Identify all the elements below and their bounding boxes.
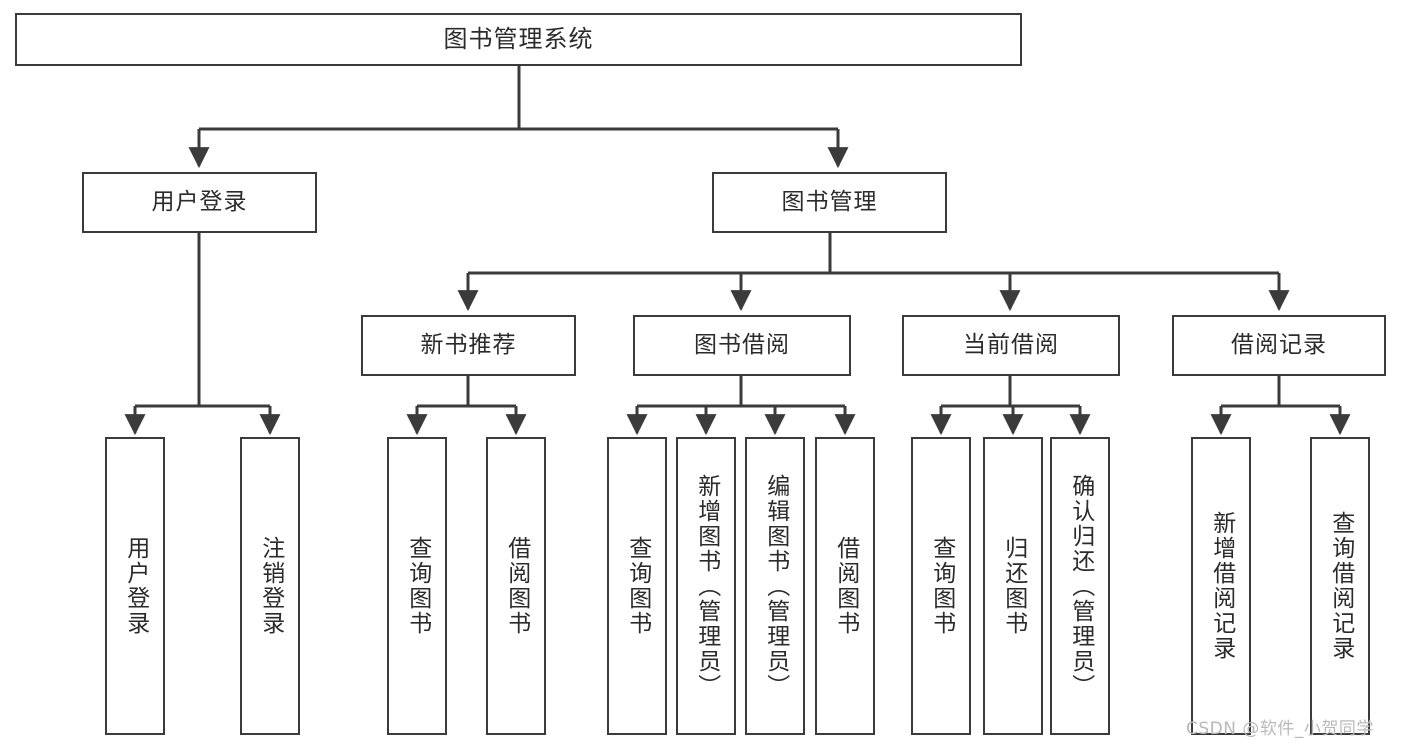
node-label: 图书借阅 (694, 331, 790, 358)
node-label: 借阅记录 (1231, 331, 1327, 358)
node-new-book-recommendation[interactable]: 新书推荐 (361, 315, 576, 376)
leaf-borrow-book-recommendation[interactable]: 借阅图书 (486, 437, 546, 735)
leaf-query-borrowing-record[interactable]: 查询借阅记录 (1310, 437, 1370, 735)
leaf-label: 用户登录 (122, 536, 149, 636)
leaf-label: 新增借阅记录 (1208, 511, 1235, 661)
node-current-borrowing[interactable]: 当前借阅 (902, 315, 1120, 376)
leaf-borrow-book-borrowing[interactable]: 借阅图书 (815, 437, 875, 735)
leaf-label: 归还图书 (1000, 536, 1027, 636)
node-label: 图书管理 (781, 188, 878, 215)
leaf-query-book-borrowing[interactable]: 查询图书 (607, 437, 667, 735)
leaf-label: 注销登录 (257, 536, 284, 636)
node-root-book-management-system[interactable]: 图书管理系统 (15, 13, 1022, 66)
node-book-borrowing[interactable]: 图书借阅 (633, 315, 851, 376)
leaf-label: 查询借阅记录 (1327, 511, 1354, 661)
leaf-query-book-recommendation[interactable]: 查询图书 (387, 437, 447, 735)
leaf-label: 查询图书 (624, 536, 651, 636)
leaf-return-book[interactable]: 归还图书 (983, 437, 1043, 735)
node-user-login[interactable]: 用户登录 (82, 172, 317, 233)
leaf-label: 新增图书（管理员） (693, 473, 720, 699)
leaf-label: 借阅图书 (503, 536, 530, 636)
node-label: 图书管理系统 (443, 25, 594, 54)
leaf-label: 确认归还（管理员） (1067, 473, 1094, 699)
leaf-add-borrowing-record[interactable]: 新增借阅记录 (1191, 437, 1251, 735)
leaf-query-book-current[interactable]: 查询图书 (911, 437, 971, 735)
leaf-logout[interactable]: 注销登录 (240, 437, 300, 735)
node-label: 新书推荐 (420, 331, 517, 358)
leaf-label: 借阅图书 (832, 536, 859, 636)
leaf-edit-book-admin[interactable]: 编辑图书（管理员） (745, 437, 805, 735)
leaf-label: 查询图书 (404, 536, 431, 636)
leaf-user-login[interactable]: 用户登录 (105, 437, 165, 735)
leaf-confirm-return-admin[interactable]: 确认归还（管理员） (1050, 437, 1110, 735)
node-label: 用户登录 (151, 188, 248, 215)
node-borrowing-records[interactable]: 借阅记录 (1172, 315, 1386, 376)
node-book-management[interactable]: 图书管理 (712, 172, 947, 233)
leaf-add-book-admin[interactable]: 新增图书（管理员） (676, 437, 736, 735)
leaf-label: 查询图书 (928, 536, 955, 636)
node-label: 当前借阅 (963, 331, 1059, 358)
watermark: CSDN @软件_小贺同学 (1186, 719, 1374, 739)
leaf-label: 编辑图书（管理员） (762, 473, 789, 699)
